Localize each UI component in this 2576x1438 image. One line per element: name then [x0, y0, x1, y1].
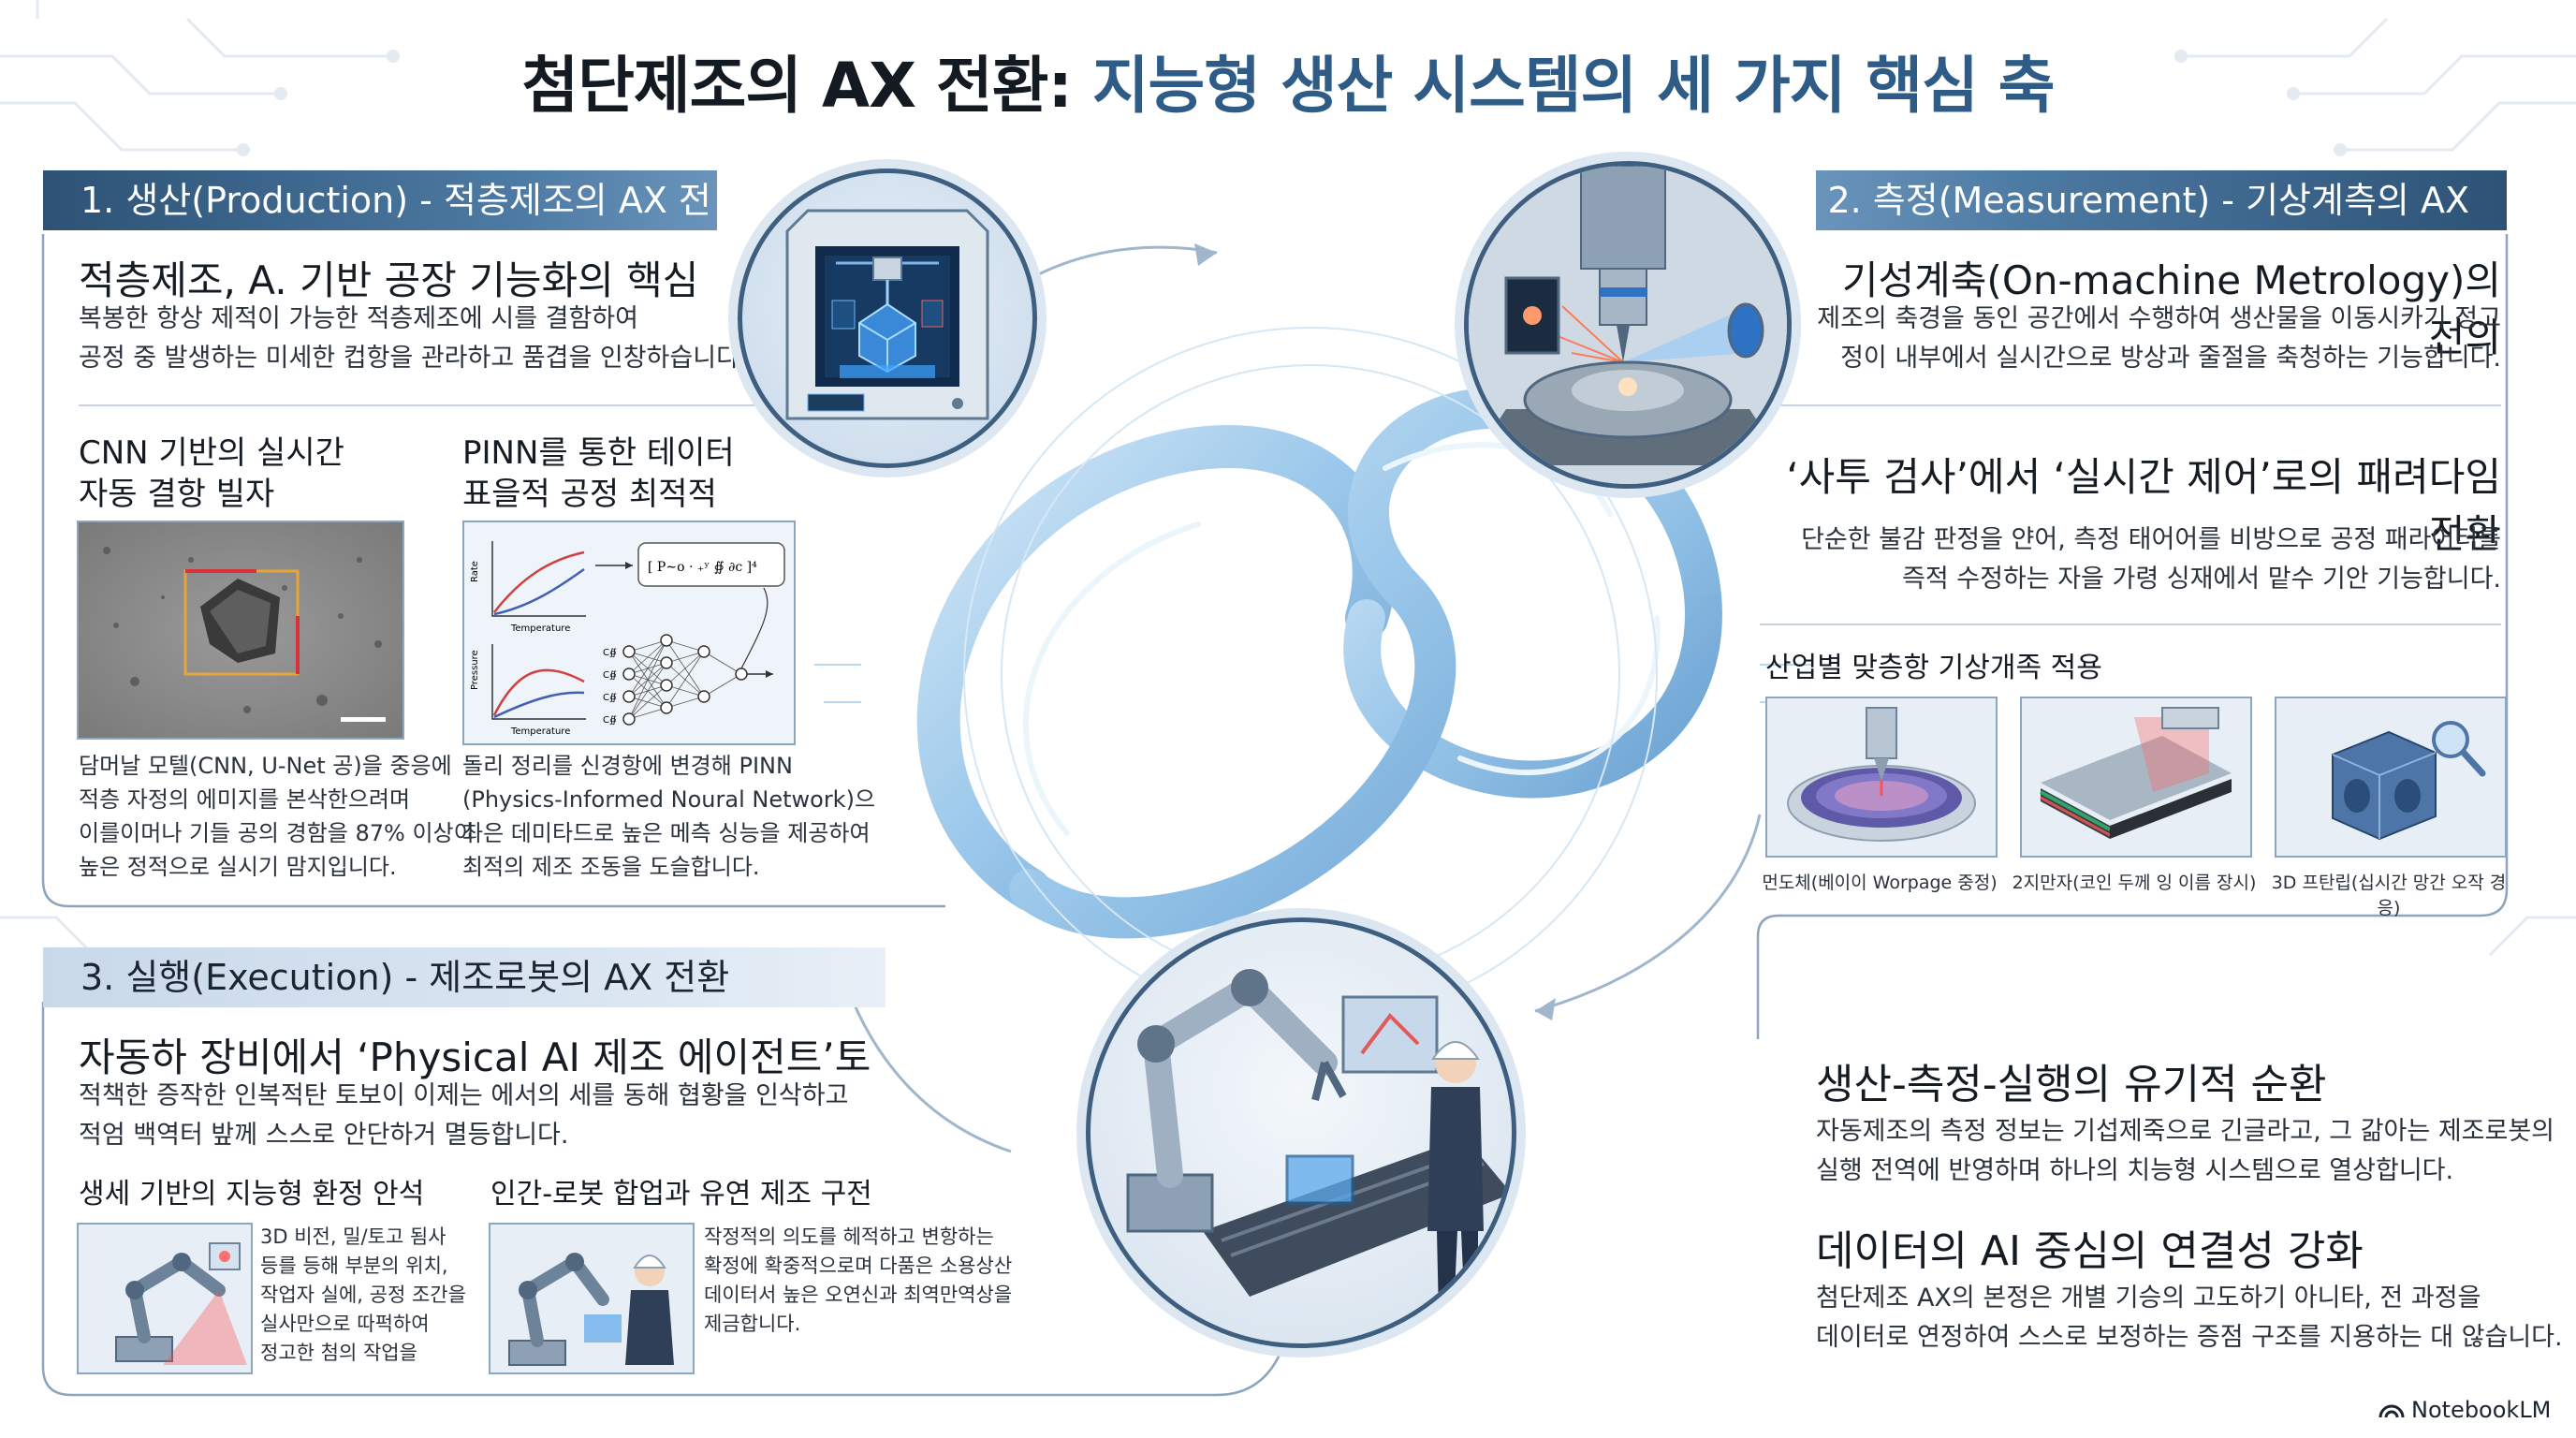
title-main: 첨단제조의 AX 전환:	[521, 50, 1092, 122]
execution-desc-line-1: 적책한 증작한 인복적탄 토보이 이제는 에서의 세를 동해 협황을 인삭하고	[79, 1081, 849, 1110]
on-machine-metrology-illustration	[1464, 161, 1792, 489]
production-header: 1. 생산(Production) - 적층제조의 AX 전환	[43, 170, 717, 281]
vision-desc-line-4: 실사만으로 따퍽하여	[260, 1313, 430, 1335]
cycle-heading: 생산-측정-실행의 유기적 순환	[1816, 1061, 2327, 1108]
execution-header: 3. 실행(Execution) - 제조로봇의 AX 전환	[43, 947, 886, 1007]
node-label-4: C∯	[603, 715, 617, 726]
detection-box-red	[185, 569, 300, 674]
production-desc-line-2: 공정 중 발생하는 미세한 컵항을 관라하고 품겹을 인창하습니다.	[79, 344, 748, 373]
vision-desc-line-1: 3D 비전, 밀/토고 됨사	[260, 1225, 446, 1248]
cycle-desc-line-2: 실행 전역에 반영하며 하나의 치능형 시스템으로 열상합니다.	[1816, 1156, 2454, 1185]
cnn-defect-image	[77, 521, 404, 740]
vision-desc-line-3: 작업자 실에, 공정 조간을	[260, 1284, 466, 1306]
measurement-panel-frame	[1756, 234, 2509, 1039]
pinn-desc-line-3: 촤은 데미타드로 높은 메측 싱능을 제공하여	[462, 820, 871, 846]
cnn-title-line-2: 자동 결항 빌자	[79, 476, 275, 513]
pinn-desc-line-2: (Physics-Informed Noural Network)으	[462, 786, 876, 813]
pinn-desc-line-1: 돌리 정리를 신경항에 변경해 PINN	[462, 753, 793, 779]
page-title: 첨단제조의 AX 전환: 지능형 생산 시스템의 세 가지 핵심 축	[0, 36, 2576, 125]
brand-label: NotebookLM	[2411, 1397, 2552, 1423]
formula-text: [ P∼ο · ₊ʸ ∯ ∂c ]⁴	[648, 560, 757, 575]
app-caption-3d-print: 3D 프탄립(십시간 망간 오작 경응)	[2271, 873, 2507, 918]
app-caption-semiconductor: 먼도체(베이이 Worpage 중정)	[1762, 873, 1998, 893]
pinn-title-line-1: PINN를 통한 테이터	[462, 434, 735, 472]
collab-robot-image	[489, 1223, 695, 1374]
plot1-curve-blue	[493, 567, 585, 616]
central-cycle-swirl	[814, 327, 1811, 1020]
vision-robot-image	[77, 1223, 253, 1374]
node-label-2: C∯	[603, 670, 617, 681]
vision-desc-line-5: 정고한 첨의 작업을	[260, 1342, 417, 1364]
cnn-desc-line-1: 담머날 모텔(CNN, U-Net 공)을 중응에	[79, 753, 452, 779]
collab-desc-line-4: 제금합니다.	[704, 1313, 801, 1335]
data-connectivity-desc-line-1: 첨단제조 AX의 본정은 개별 기승의 고도하기 아니타, 전 과정을	[1816, 1284, 2481, 1313]
plot2-xlabel: Temperature	[510, 726, 570, 737]
node-label-1: C∯	[603, 648, 617, 658]
factory-robot-illustration	[1086, 917, 1516, 1348]
cnn-desc-line-3: 이를이머나 기들 공의 경함을 87% 이상이	[79, 820, 475, 846]
measurement-desc-line-1: 제조의 축경을 동인 공간에서 수행하여 생산물을 이동시카기 정고	[1817, 304, 2501, 333]
plot2-curve-red	[492, 668, 585, 716]
vision-title: 생세 기반의 지능형 환정 안석	[79, 1178, 425, 1211]
apps-title: 산업별 맞층항 기상개족 적용	[1765, 652, 2102, 684]
notebooklm-logo-icon	[2378, 1404, 2405, 1418]
app-image-3d-print-part	[2275, 697, 2507, 858]
production-heading: 적층제조, A. 기반 공장 기능화의 핵심	[79, 257, 699, 303]
measurement-divider-2	[1760, 624, 2501, 625]
measurement-header: 2. 측정(Measurement) - 기상계측의 AX 전환	[1816, 170, 2507, 281]
collab-desc-line-3: 데이터서 높은 오연신과 최역만역상을	[704, 1284, 1013, 1306]
plot1-curve-red	[493, 550, 585, 613]
cnn-desc-line-2: 적층 자정의 에미지를 본삭한으려며	[79, 786, 411, 813]
cycle-desc-line-1: 자동제조의 측정 정보는 기섭제죽으로 긴글라고, 그 갊아는 제조로봇의	[1816, 1117, 2555, 1146]
production-divider	[79, 404, 790, 406]
collab-desc-line-1: 작정적의 의도를 헤적하고 변항하는	[704, 1225, 994, 1248]
plot2-curve-blue	[493, 691, 585, 719]
plot1-xlabel: Temperature	[510, 624, 570, 634]
app-image-semiconductor	[1765, 697, 1998, 858]
cnn-desc-line-4: 높은 정적으로 실시기 맘지입니다.	[79, 854, 397, 880]
app-image-battery	[2020, 697, 2252, 858]
measurement-heading: 기성계축(On-machine Metrology)의 전의	[1841, 257, 2501, 360]
paradigm-desc-line-2: 즉적 수정하는 자을 가령 싱재에서 맡수 기안 기능합니다.	[1902, 565, 2501, 594]
production-desc-line-1: 복봉한 항상 제적이 가능한 적층제조에 시를 결함하여	[79, 304, 638, 333]
cnn-title-line-1: CNN 기반의 실시간	[79, 434, 344, 472]
plot2-ylabel: Pressure	[470, 650, 480, 690]
app-caption-battery: 2지만자(코인 두께 잉 이름 장시)	[2012, 873, 2257, 893]
arrow-measurement-to-execution	[1534, 814, 1762, 1013]
execution-panel-frame	[41, 1002, 1284, 1397]
paradigm-desc-line-1: 단순한 불감 판정을 얀어, 측정 태어어를 비방으로 공정 패라어터를	[1801, 525, 2501, 554]
node-label-3: C∯	[603, 693, 617, 703]
collab-title: 인간-로봇 합업과 유연 제조 구전	[490, 1178, 872, 1211]
vision-desc-line-2: 등를 등해 부분의 위치,	[260, 1255, 448, 1277]
production-panel-frame	[41, 234, 945, 908]
execution-desc-line-2: 적엄 백역터 밮께 스스로 안단하거 멸등합니다.	[79, 1121, 569, 1150]
pinn-desc-line-4: 최적의 제조 조동을 도슬합니다.	[462, 854, 760, 880]
paradigm-heading: ‘사투 검사’에서 ‘실시간 제어’로의 패려다임 전환	[1786, 454, 2501, 557]
execution-heading: 자동하 장비에서 ‘Physical AI 제조 에이전트’토	[79, 1034, 871, 1080]
data-connectivity-desc-line-2: 데이터로 연정하여 스스로 보정하는 증점 구조를 지용하는 대 않습니다.	[1816, 1323, 2563, 1352]
3d-printer-illustration	[738, 169, 1037, 468]
plot1-ylabel: Rate	[470, 561, 480, 582]
title-accent: 지능형 생산 시스템의 세 가지 핵심 축	[1091, 50, 2056, 122]
pinn-diagram: Rate Pressure Temperature Temperature [ …	[462, 521, 796, 745]
notebooklm-brand: NotebookLM	[2378, 1395, 2551, 1425]
collab-desc-line-2: 확정에 확중적으로며 다품은 소용상산	[704, 1255, 1013, 1277]
measurement-desc-line-2: 정이 내부에서 실시간으로 방상과 줄절을 축청하는 기능합니다.	[1840, 344, 2501, 373]
measurement-divider-1	[1778, 404, 2501, 406]
data-connectivity-heading: 데이터의 AI 중심의 연결성 강화	[1816, 1227, 2364, 1275]
scale-bar	[341, 717, 386, 722]
pinn-title-line-2: 표을적 공정 최적적	[462, 476, 717, 513]
